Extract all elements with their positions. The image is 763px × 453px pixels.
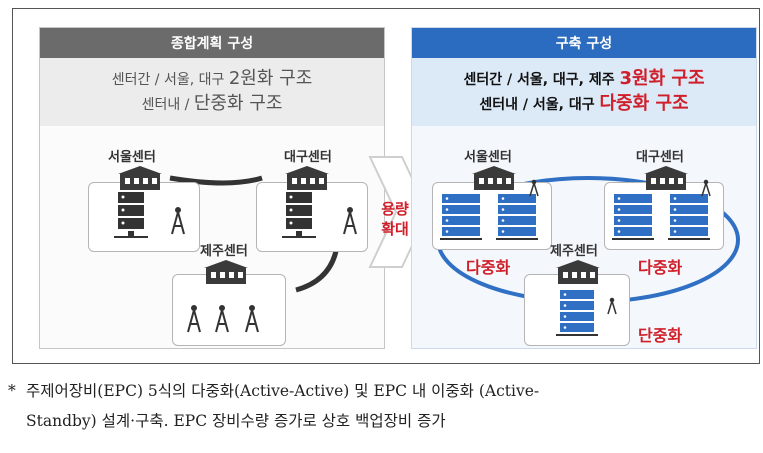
right-line1-emphasis: 3원화 구조 <box>619 68 705 89</box>
left-panel-plan: 종합계획 구성 센터간 / 서울, 대구 2원화 구조 센터내 / 단중화 구조… <box>39 27 385 349</box>
right-jeju-label: 제주센터 <box>550 244 598 259</box>
server-icon <box>282 192 316 238</box>
right-line2-prefix: 센터내 / 서울, 대구 <box>479 97 600 113</box>
left-jeju-node <box>172 274 286 346</box>
arrow-text-line2: 확대 <box>381 220 409 238</box>
daegu-multi-label: 다중화 <box>638 258 683 277</box>
left-daegu-label: 대구센터 <box>284 150 332 165</box>
server-icon <box>556 290 598 336</box>
right-summary-line2: 센터내 / 서울, 대구 다중화 구조 <box>479 92 688 117</box>
server-icon <box>114 192 148 238</box>
right-icons <box>440 166 711 336</box>
right-line1-prefix: 센터간 / 서울, 대구, 제주 <box>463 72 620 88</box>
right-seoul-label: 서울센터 <box>464 150 512 165</box>
left-line2-prefix: 센터내 / <box>141 97 194 113</box>
arrow-text-line1: 용량 <box>381 200 409 218</box>
antenna-icon <box>187 305 201 333</box>
footnote-text-2: Standby) 설계·구축. EPC 장비수량 증가로 상호 백업장비 증가 <box>26 412 446 430</box>
server-icon <box>440 194 482 240</box>
right-panel-summary: 센터간 / 서울, 대구, 제주 3원화 구조 센터내 / 서울, 대구 다중화… <box>412 58 756 126</box>
building-icon <box>285 166 329 190</box>
server-icon <box>612 194 654 240</box>
building-icon <box>556 260 600 284</box>
left-icons <box>114 166 357 333</box>
antenna-icon <box>701 179 711 197</box>
footnote-star: * <box>8 382 16 400</box>
right-line2-emphasis: 다중화 구조 <box>599 93 689 114</box>
right-daegu-label: 대구센터 <box>636 150 684 165</box>
right-summary-line1: 센터간 / 서울, 대구, 제주 3원화 구조 <box>463 67 704 92</box>
left-panel-summary: 센터간 / 서울, 대구 2원화 구조 센터내 / 단중화 구조 <box>40 58 384 126</box>
link-seoul-daegu <box>169 175 263 186</box>
left-summary-line2: 센터내 / 단중화 구조 <box>142 92 283 117</box>
capacity-expand-label: 용량 확대 <box>375 199 415 239</box>
antenna-icon <box>343 207 357 235</box>
building-icon <box>118 166 162 190</box>
building-icon <box>204 260 248 284</box>
building-icon <box>472 166 516 190</box>
building-icon <box>644 166 688 190</box>
figure-frame: 종합계획 구성 센터간 / 서울, 대구 2원화 구조 센터내 / 단중화 구조… <box>12 8 760 364</box>
left-panel-title: 종합계획 구성 <box>40 28 384 58</box>
right-panel-build: 구축 구성 센터간 / 서울, 대구, 제주 3원화 구조 센터내 / 서울, … <box>411 27 757 349</box>
left-line2-emphasis: 단중화 구조 <box>193 93 283 114</box>
left-line1-prefix: 센터간 / 서울, 대구 <box>111 72 229 88</box>
left-summary-line1: 센터간 / 서울, 대구 2원화 구조 <box>112 67 313 92</box>
left-jeju-label: 제주센터 <box>200 244 248 259</box>
antenna-icon <box>215 305 229 333</box>
server-icon <box>668 194 710 240</box>
footnote-line1: * 주제어장비(EPC) 5식의 다중화(Active-Active) 및 EPC… <box>8 376 758 406</box>
jeju-single-label: 단중화 <box>638 326 683 345</box>
left-seoul-node <box>88 182 200 252</box>
left-line1-emphasis: 2원화 구조 <box>228 68 313 89</box>
right-panel-title: 구축 구성 <box>412 28 756 58</box>
antenna-icon <box>607 297 617 315</box>
antenna-icon <box>245 305 259 333</box>
seoul-multi-label: 다중화 <box>466 258 511 277</box>
server-icon <box>496 194 538 240</box>
footnote-text-1: 주제어장비(EPC) 5식의 다중화(Active-Active) 및 EPC … <box>26 382 540 400</box>
antenna-icon <box>171 207 185 235</box>
antenna-icon <box>529 179 539 197</box>
left-seoul-label: 서울센터 <box>108 150 156 165</box>
footnote: * 주제어장비(EPC) 5식의 다중화(Active-Active) 및 EPC… <box>8 376 758 436</box>
